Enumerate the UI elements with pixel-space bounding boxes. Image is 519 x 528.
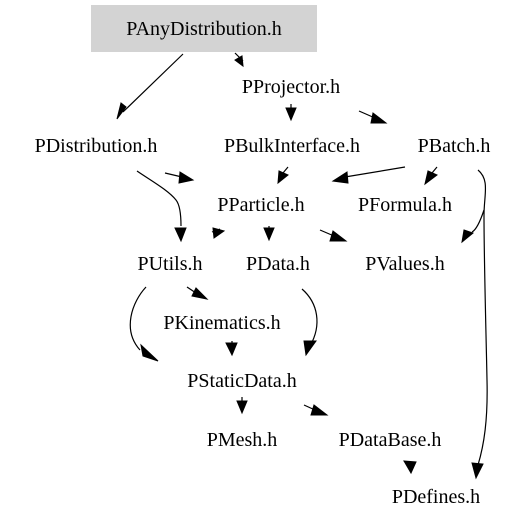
node-pbatch[interactable]: PBatch.h (418, 135, 491, 157)
node-panydistribution[interactable]: PAnyDistribution.h (126, 18, 281, 40)
edge-arrowhead (285, 107, 297, 122)
node-pparticle[interactable]: PParticle.h (217, 194, 304, 216)
edge-arrowhead (178, 171, 195, 184)
edge-arrowhead (310, 404, 329, 416)
edge-pbatch-pvalues (471, 209, 485, 233)
node-pkinematics[interactable]: PKinematics.h (163, 312, 280, 334)
edge-pbatch-pparticle (344, 166, 406, 178)
edge-arrowhead (212, 227, 226, 239)
node-pdatabase[interactable]: PDataBase.h (339, 429, 442, 451)
node-pdefines[interactable]: PDefines.h (392, 486, 480, 508)
nodes: PAnyDistribution.h PProjector.h PDistrib… (35, 18, 491, 508)
edge-arrowhead (191, 287, 209, 300)
node-pstaticdata[interactable]: PStaticData.h (187, 370, 296, 392)
edge-arrowhead (331, 171, 349, 184)
node-putils[interactable]: PUtils.h (137, 253, 202, 275)
edge-pbatch-pformula (431, 166, 438, 174)
edge-arrowhead (236, 400, 248, 415)
edge-arrowhead (234, 55, 244, 68)
edge-arrowhead (471, 462, 484, 480)
node-pprojector[interactable]: PProjector.h (242, 76, 340, 98)
edge-arrowhead (225, 342, 238, 357)
node-pdistribution[interactable]: PDistribution.h (35, 135, 158, 157)
edge-arrowhead (174, 227, 187, 243)
edge-pdata-pstaticdata (301, 288, 318, 347)
edge-arrowhead (263, 227, 275, 242)
edge-panydistribution-pdistribution (122, 53, 184, 113)
edge-arrowhead (329, 230, 348, 242)
edge-putils-pstaticdata (129, 286, 147, 351)
edge-pbulkinterface-pparticle (282, 166, 289, 174)
node-pbulkinterface[interactable]: PBulkInterface.h (224, 135, 360, 157)
node-pvalues[interactable]: PValues.h (365, 253, 444, 275)
edge-arrowhead (116, 102, 127, 120)
edge-pbatch-pdefines (477, 169, 488, 466)
edge-arrowhead (403, 460, 417, 475)
edge-arrowhead (461, 229, 475, 244)
edge-arrowhead (277, 170, 289, 185)
edge-arrowhead (303, 340, 317, 357)
node-pmesh[interactable]: PMesh.h (207, 429, 278, 451)
node-pformula[interactable]: PFormula.h (358, 194, 452, 216)
edge-arrowhead (370, 112, 388, 124)
highlighted-node-box (91, 5, 317, 52)
node-pdata[interactable]: PData.h (246, 253, 310, 275)
edge-arrowhead (140, 343, 159, 362)
edge-arrowhead (424, 170, 438, 186)
edges (116, 52, 488, 480)
edge-pdistribution-putils (136, 170, 182, 227)
